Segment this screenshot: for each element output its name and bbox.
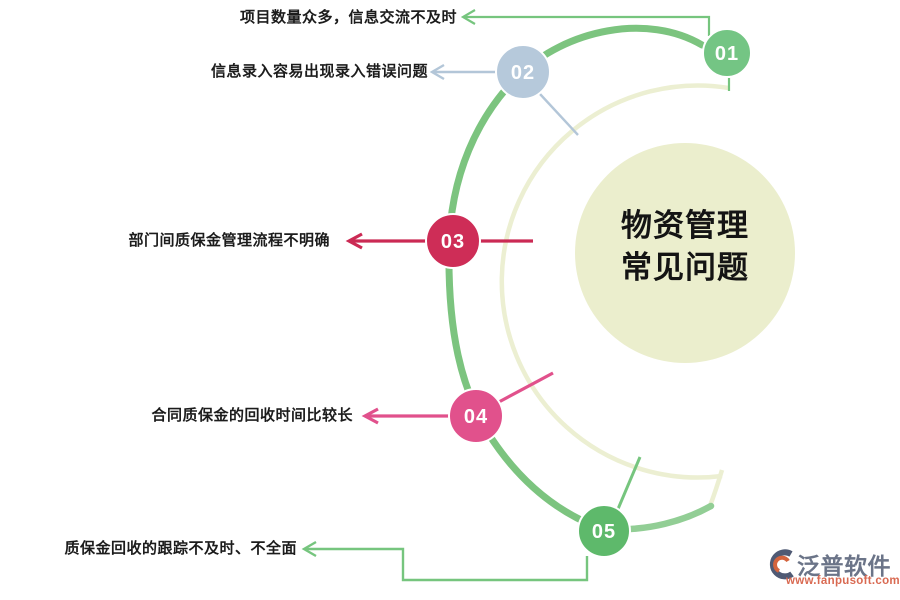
node-01: 01 xyxy=(702,28,752,78)
node-03-circle xyxy=(425,213,481,269)
item-label-03: 部门间质保金管理流程不明确 xyxy=(128,232,330,249)
spoke-05 xyxy=(616,456,642,510)
arrowhead-04 xyxy=(361,407,379,425)
node-05: 05 xyxy=(577,504,631,558)
node-02: 02 xyxy=(495,44,551,100)
diagram-title-line2: 常见问题 xyxy=(621,250,749,285)
item-label-01: 项目数量众多，信息交流不及时 xyxy=(239,9,457,26)
spoke-04 xyxy=(496,371,554,405)
node-05-circle xyxy=(577,504,631,558)
arrowhead-05 xyxy=(301,540,317,558)
node-04-circle xyxy=(448,388,504,444)
item-label-04: 合同质保金的回收时间比较长 xyxy=(151,407,353,424)
node-05-number: 05 xyxy=(592,521,616,543)
diagram-title-line1: 物资管理 xyxy=(621,208,749,243)
node-03: 03 xyxy=(425,213,481,269)
vendor-url: www.fanpusoft.com xyxy=(786,575,900,587)
center-circle xyxy=(575,143,795,363)
fanpu-logo-icon xyxy=(769,549,794,580)
connector-01 xyxy=(463,15,711,36)
node-04-number: 04 xyxy=(464,406,488,428)
vendor-watermark: 泛普软件 www.fanpusoft.com xyxy=(766,547,900,595)
item-label-05: 质保金回收的跟踪不及时、不全面 xyxy=(64,540,297,557)
node-01-circle xyxy=(702,28,752,78)
connector-05 xyxy=(304,547,589,582)
diagram-title: 物资管理 常见问题 xyxy=(570,205,800,289)
arrowhead-01 xyxy=(460,9,476,25)
spoke-02 xyxy=(539,93,579,136)
arrowhead-02 xyxy=(429,63,445,81)
arrowhead-03 xyxy=(345,232,363,250)
node-02-number: 02 xyxy=(511,62,535,84)
node-03-number: 03 xyxy=(441,231,465,253)
node-04: 04 xyxy=(448,388,504,444)
pale-crescent-arc xyxy=(499,83,730,480)
node-02-circle xyxy=(495,44,551,100)
vendor-name: 泛普软件 xyxy=(797,553,891,579)
node-01-number: 01 xyxy=(715,43,739,65)
item-label-02: 信息录入容易出现录入错误问题 xyxy=(210,63,428,80)
